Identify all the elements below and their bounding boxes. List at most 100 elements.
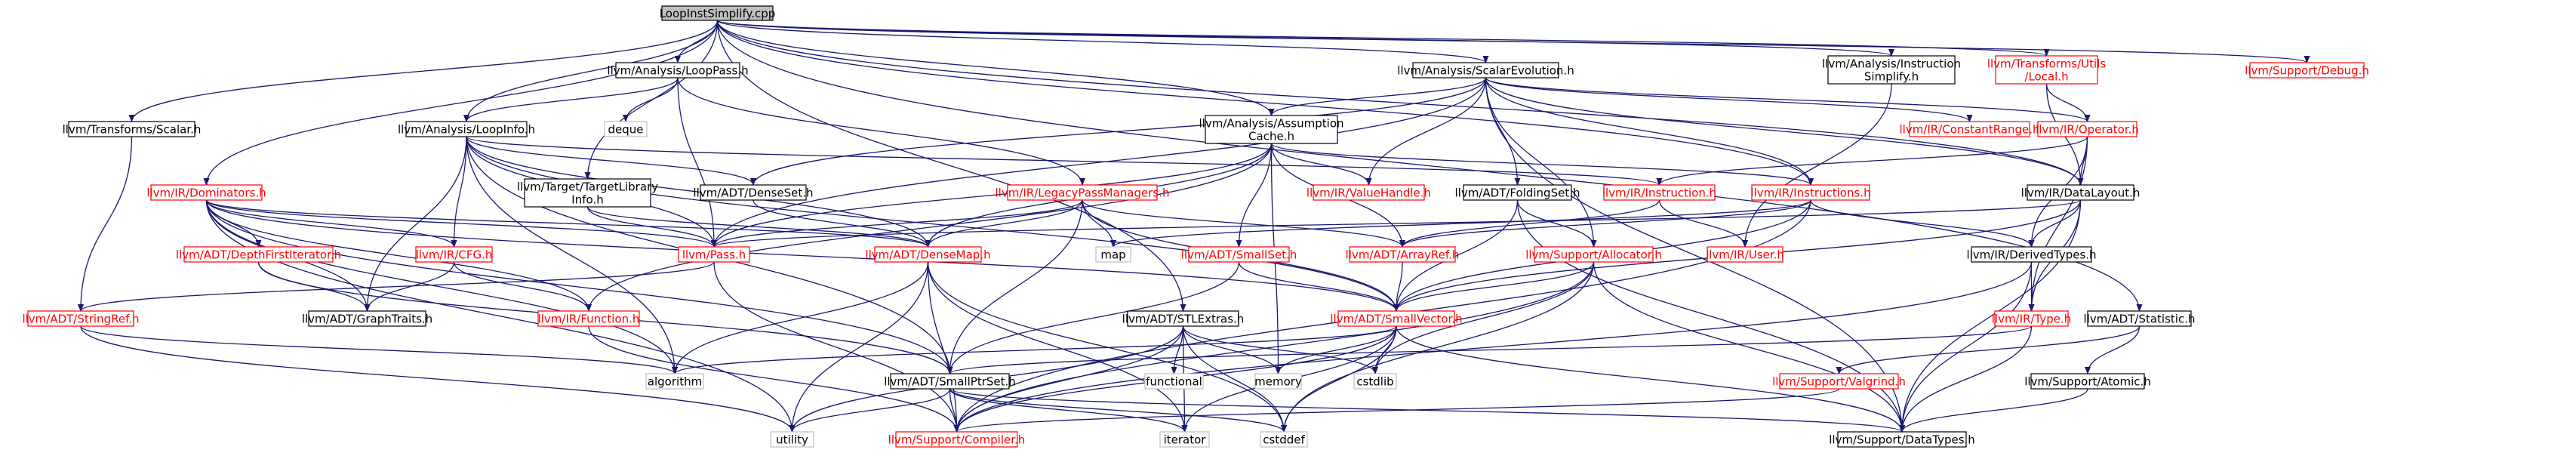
- dependency-edge: [1399, 199, 1811, 248]
- node-pass-h[interactable]: llvm/Pass.h: [678, 246, 750, 263]
- node-label: algorithm: [648, 375, 702, 389]
- node-label: llvm/Support/Atomic.h: [2024, 375, 2151, 389]
- node-function-h[interactable]: llvm/IR/Function.h: [537, 310, 640, 327]
- node-dense-set[interactable]: llvm/ADT/DenseSet.h: [693, 184, 814, 201]
- node-box: [1707, 246, 1784, 263]
- node-compiler-h[interactable]: llvm/Support/Compiler.h: [888, 431, 1026, 448]
- node-loop-pass[interactable]: llvm/Analysis/LoopPass.h: [607, 62, 749, 79]
- node-graph-traits[interactable]: llvm/ADT/GraphTraits.h: [302, 310, 432, 327]
- node-label: LoopInstSimplify.cpp: [660, 7, 776, 20]
- node-box: [1127, 310, 1239, 327]
- node-root[interactable]: LoopInstSimplify.cpp: [660, 5, 776, 21]
- node-label: utility: [776, 433, 808, 447]
- dependency-edge: [466, 136, 678, 374]
- dependency-edge: [1238, 261, 1399, 312]
- dependency-edge: [711, 199, 1083, 248]
- dependency-edge: [1593, 261, 1905, 433]
- node-layer: LoopInstSimplify.cpp llvm/Analysis/LoopPa…: [22, 5, 2369, 448]
- dependency-edge: [1365, 77, 1487, 186]
- node-box: [1188, 246, 1290, 263]
- node-label: llvm/IR/Function.h: [538, 313, 640, 326]
- node-label: cstdlib: [1356, 375, 1393, 389]
- dependency-edge: [205, 199, 457, 248]
- dependency-edge: [1082, 199, 1405, 248]
- node-user-h[interactable]: llvm/IR/User.h: [1706, 246, 1784, 263]
- node-box: [615, 62, 740, 79]
- dependency-edge: [675, 20, 719, 63]
- node-loop-info[interactable]: llvm/Analysis/LoopInfo.h: [398, 121, 535, 137]
- node-allocator[interactable]: llvm/Support/Allocator.h: [1525, 246, 1662, 263]
- node-small-set[interactable]: llvm/ADT/SmallSet.h: [1181, 246, 1297, 263]
- node-box: [150, 184, 263, 201]
- node-debug-h[interactable]: llvm/Support/Debug.h: [2245, 62, 2369, 79]
- node-label: llvm/IR/Dominators.h: [146, 186, 266, 200]
- node-dominators[interactable]: llvm/IR/Dominators.h: [146, 184, 266, 201]
- node-label: llvm/IR/DerivedTypes.h: [1966, 248, 2096, 262]
- node-box: [2027, 184, 2134, 201]
- edge-layer: [78, 20, 2310, 433]
- node-label: iterator: [1164, 433, 1207, 447]
- node-data-layout[interactable]: llvm/IR/DataLayout.h: [2021, 184, 2141, 201]
- dependency-edge: [716, 20, 1186, 312]
- dependency-edge: [1236, 143, 1273, 248]
- dependency-edge: [1270, 143, 1814, 186]
- node-box: [1994, 310, 2069, 327]
- node-type-h[interactable]: llvm/IR/Type.h: [1992, 310, 2072, 327]
- node-label: llvm/ADT/SmallVector.h: [1330, 313, 1462, 326]
- dependency-edge: [953, 261, 2033, 433]
- node-label: llvm/Support/Valgrind.h: [1772, 375, 1906, 389]
- node-value-handle[interactable]: llvm/IR/ValueHandle.h: [1306, 184, 1431, 201]
- node-constant-range[interactable]: llvm/IR/ConstantRange.h: [1899, 121, 2040, 137]
- node-scalar-evolution[interactable]: llvm/Analysis/ScalarEvolution.h: [1397, 62, 1574, 79]
- node-folding-set[interactable]: llvm/ADT/FoldingSet.h: [1455, 184, 1580, 201]
- node-instructions-h[interactable]: llvm/IR/Instructions.h: [1750, 184, 1871, 201]
- node-instruction-h[interactable]: llvm/IR/Instruction.h: [1602, 184, 1716, 201]
- node-label: llvm/IR/Operator.h: [2036, 123, 2139, 137]
- dependency-edge: [716, 20, 1275, 116]
- node-statistic[interactable]: llvm/ADT/Statistic.h: [2084, 310, 2196, 327]
- node-box: [678, 246, 750, 263]
- node-valgrind[interactable]: llvm/Support/Valgrind.h: [1772, 373, 1906, 390]
- node-stl-extras[interactable]: llvm/ADT/STLExtras.h: [1122, 310, 1245, 327]
- node-box: [2030, 373, 2145, 390]
- dependency-edge: [205, 199, 1399, 312]
- node-small-ptr-set[interactable]: llvm/ADT/SmallPtrSet.h: [884, 373, 1016, 390]
- node-label: llvm/ADT/SmallPtrSet.h: [884, 375, 1016, 389]
- dependency-edge: [623, 77, 679, 122]
- node-box: [1205, 115, 1338, 144]
- node-string-ref[interactable]: llvm/ADT/StringRef.h: [22, 310, 140, 327]
- dependency-edge: [205, 199, 717, 248]
- node-dense-map[interactable]: llvm/ADT/DenseMap.h: [865, 246, 991, 263]
- node-array-ref[interactable]: llvm/ADT/ArrayRef.h: [1346, 246, 1460, 263]
- node-small-vector[interactable]: llvm/ADT/SmallVector.h: [1330, 310, 1463, 327]
- node-operator-h[interactable]: llvm/IR/Operator.h: [2036, 121, 2139, 137]
- dependency-edge: [1656, 136, 2088, 186]
- node-cstdlib: cstdlib: [1353, 373, 1397, 390]
- dependency-edge: [586, 206, 931, 248]
- node-label: llvm/Analysis/LoopPass.h: [607, 64, 748, 78]
- node-label: llvm/Transforms/Scalar.h: [63, 123, 202, 137]
- dependency-edge: [1485, 77, 1597, 248]
- node-functional: functional: [1144, 373, 1204, 390]
- node-data-types[interactable]: llvm/Support/DataTypes.h: [1829, 431, 1975, 448]
- node-label: llvm/ADT/GraphTraits.h: [302, 313, 432, 326]
- node-transforms-scalar[interactable]: llvm/Transforms/Scalar.h: [63, 121, 202, 137]
- node-transforms-local[interactable]: llvm/Transforms/Utils/Local.h: [1987, 55, 2107, 85]
- node-box: [1909, 121, 2030, 137]
- node-derived-types[interactable]: llvm/IR/DerivedTypes.h: [1966, 246, 2097, 263]
- node-box: [770, 431, 814, 448]
- dependency-edge: [1110, 199, 1811, 248]
- node-cfg-h[interactable]: llvm/IR/CFG.h: [415, 246, 493, 263]
- node-legacy-pm[interactable]: llvm/IR/LegacyPassManagers.h: [996, 184, 1170, 201]
- dependency-edge: [205, 199, 678, 374]
- dependency-edge: [949, 388, 1188, 433]
- node-dfs-iterator[interactable]: llvm/ADT/DepthFirstIterator.h: [176, 246, 341, 263]
- node-label: llvm/IR/User.h: [1706, 248, 1784, 262]
- node-atomic-h[interactable]: llvm/Support/Atomic.h: [2024, 373, 2151, 390]
- dependency-edge: [946, 261, 1240, 374]
- node-box: [661, 5, 774, 21]
